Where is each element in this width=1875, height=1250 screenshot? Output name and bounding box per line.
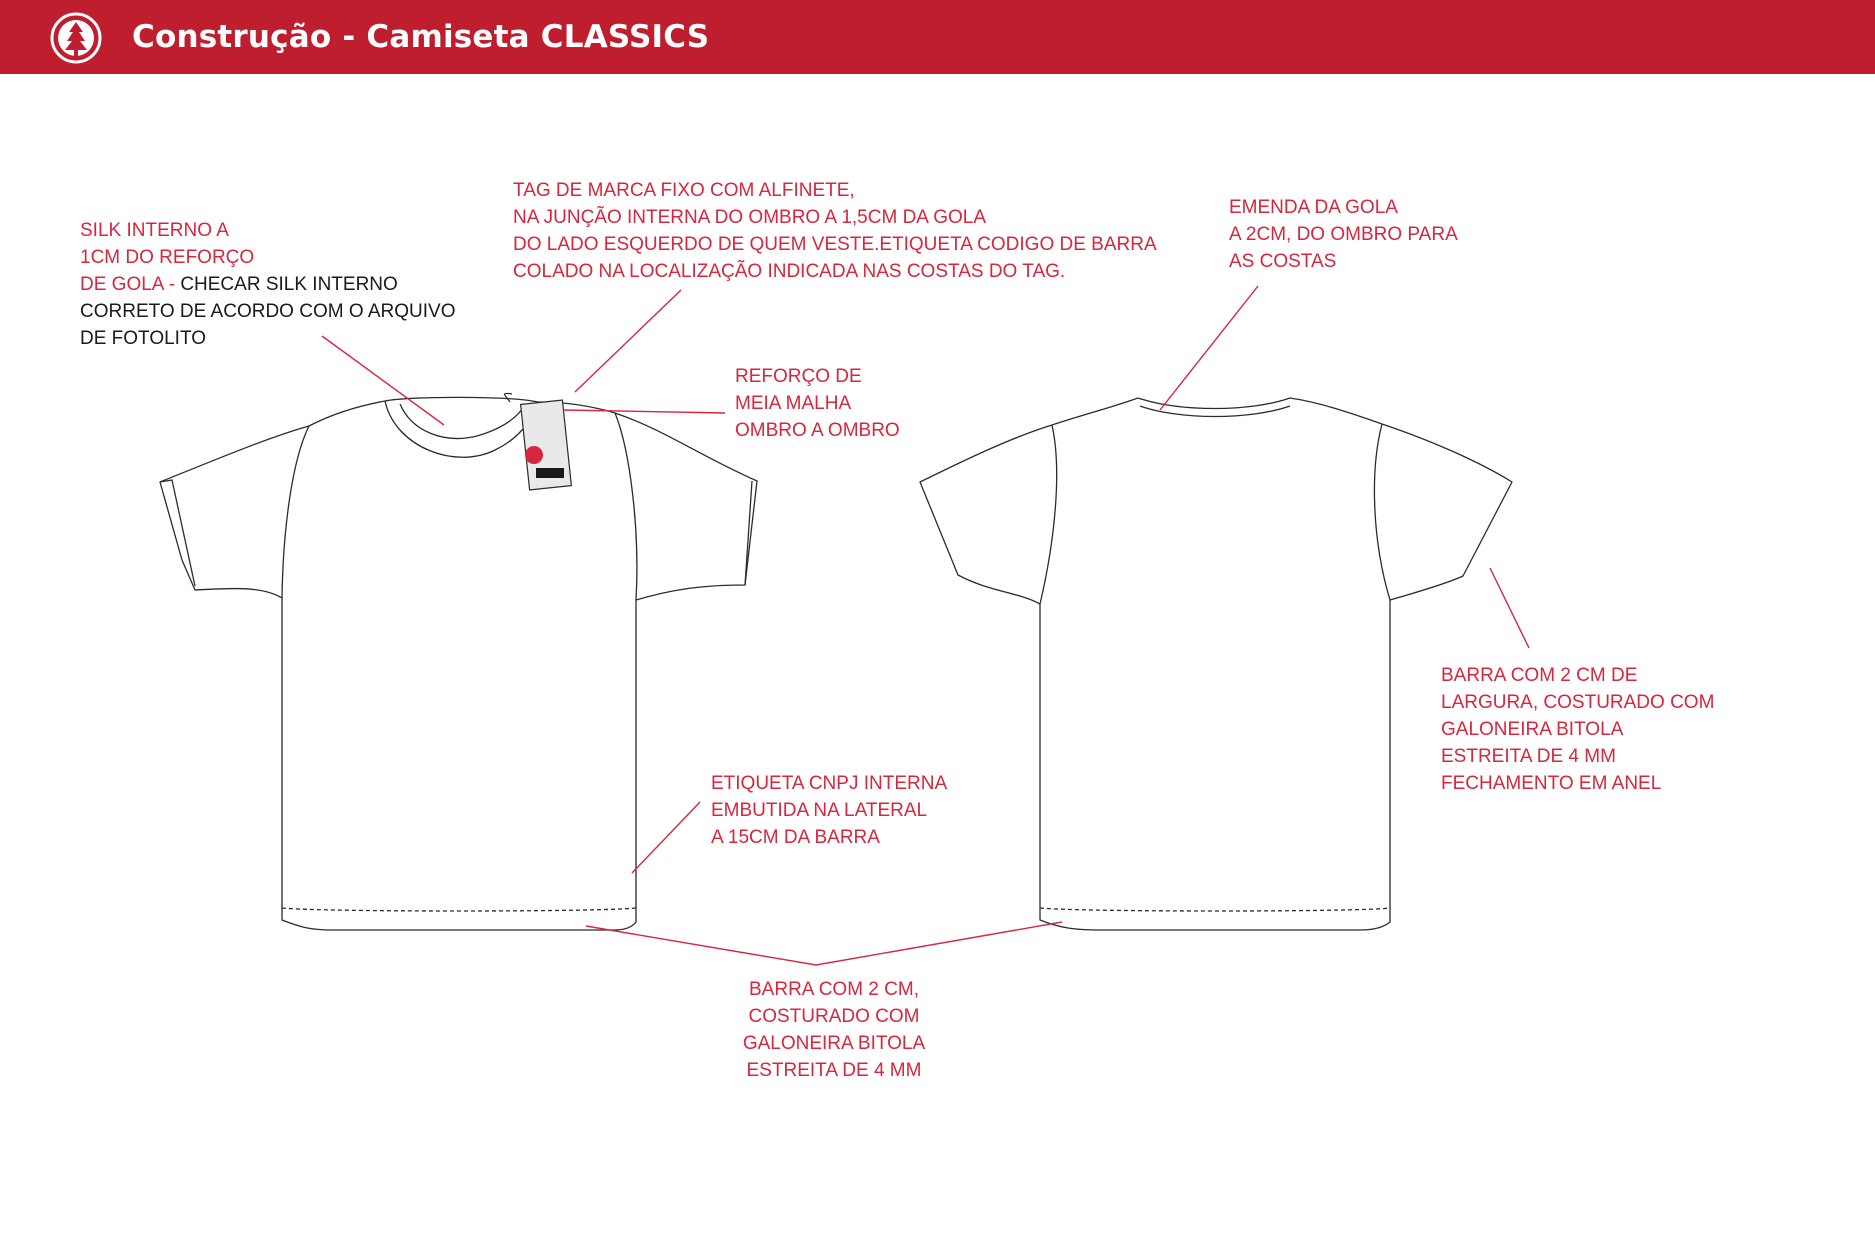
silk-black-suffix: CHECAR SILK INTERNO [180,274,398,295]
silk-note: SILK INTERNO A 1CM DO REFORÇO DE GOLA - … [80,217,455,352]
cnpj-line-3: A 15CM DA BARRA [711,827,880,848]
tag-line-1: TAG DE MARCA FIXO COM ALFINETE, [513,180,855,201]
silk-line-1: SILK INTERNO A [80,220,229,241]
tag-note: TAG DE MARCA FIXO COM ALFINETE, NA JUNÇÃ… [513,177,1157,285]
emenda-note: EMENDA DA GOLA A 2CM, DO OMBRO PARA AS C… [1229,194,1458,275]
reforco-line-3: OMBRO A OMBRO [735,420,900,441]
barra-manga-line-3: GALONEIRA BITOLA [1441,719,1624,740]
barra-manga-note: BARRA COM 2 CM DE LARGURA, COSTURADO COM… [1441,662,1714,797]
tag-line-2: NA JUNÇÃO INTERNA DO OMBRO A 1,5CM DA GO… [513,207,986,228]
page-title: Construção - Camiseta CLASSICS [132,19,710,55]
barra-corpo-line-1: BARRA COM 2 CM, [749,979,919,1000]
cnpj-line-1: ETIQUETA CNPJ INTERNA [711,773,948,794]
silk-line-2: 1CM DO REFORÇO [80,247,255,268]
brand-hang-tag [504,392,573,491]
reforco-line-1: REFORÇO DE [735,366,862,387]
back-body-outline [919,397,1513,931]
barra-corpo-line-2: COSTURADO COM [748,1006,920,1027]
emenda-line-2: A 2CM, DO OMBRO PARA [1229,224,1458,245]
barra-corpo-line-3: GALONEIRA BITOLA [742,1033,926,1054]
cnpj-line-2: EMBUTIDA NA LATERAL [711,800,928,821]
tag-line-3: DO LADO ESQUERDO DE QUEM VESTE.ETIQUETA … [513,234,1157,255]
emenda-line-1: EMENDA DA GOLA [1229,197,1398,218]
front-view-tshirt [159,396,758,931]
back-view-tshirt [919,397,1513,931]
annotation-leader-lines [321,285,1530,966]
barra-corpo-line-4: ESTREITA DE 4 MM [746,1060,922,1081]
silk-red-prefix: DE GOLA - [80,274,181,295]
barra-corpo-note: BARRA COM 2 CM, COSTURADO COM GALONEIRA … [742,976,926,1084]
tag-line-4: COLADO NA LOCALIZAÇÃO INDICADA NAS COSTA… [513,261,1066,282]
reforco-note: REFORÇO DE MEIA MALHA OMBRO A OMBRO [735,363,900,444]
front-neck-inner [399,403,526,440]
emenda-line-3: AS COSTAS [1229,251,1337,272]
silk-line-5: DE FOTOLITO [80,328,206,349]
front-body-outline [159,400,758,931]
barra-manga-line-2: LARGURA, COSTURADO COM [1441,692,1715,713]
barra-manga-line-5: FECHAMENTO EM ANEL [1441,773,1662,794]
header-bar: Construção - Camiseta CLASSICS [0,0,1875,74]
barra-manga-line-4: ESTREITA DE 4 MM [1441,746,1616,767]
element-tree-logo-icon [50,12,102,64]
cnpj-note: ETIQUETA CNPJ INTERNA EMBUTIDA NA LATERA… [711,770,947,851]
barra-manga-line-1: BARRA COM 2 CM DE [1441,665,1638,686]
front-neck-outer [384,400,539,458]
reforco-line-2: MEIA MALHA [735,393,852,414]
silk-line-4: CORRETO DE ACORDO COM O ARQUIVO [80,301,456,322]
